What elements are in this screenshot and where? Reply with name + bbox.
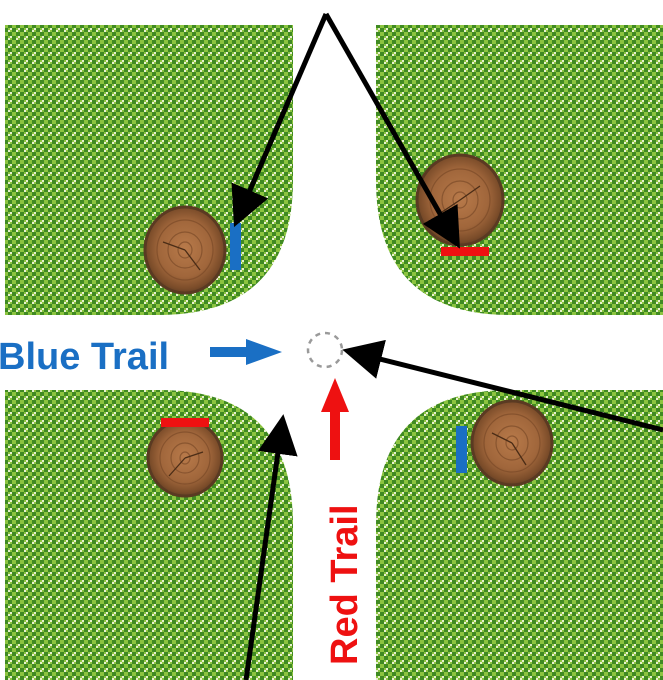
blue-trail-label: Blue Trail: [0, 336, 169, 378]
tree-stump-icon: [146, 418, 224, 498]
red-trail-label: Red Trail: [324, 505, 366, 666]
grass-bottom-right: [376, 390, 663, 680]
blue-trail-arrow: [210, 339, 282, 365]
grass-top-right: [376, 25, 663, 315]
blue-blaze-bottom-right: [456, 426, 467, 473]
blue-blaze-top-left: [230, 223, 241, 270]
red-blaze-bottom-left: [161, 418, 209, 427]
pointer-arrow-top-right: [323, 12, 460, 249]
pointer-arrow-right: [342, 339, 663, 433]
tree-stump-icon: [143, 205, 227, 295]
pointer-arrow-top-left: [231, 13, 329, 228]
red-blaze-top-right: [441, 247, 489, 256]
intersection-marker: [306, 331, 344, 369]
red-trail-arrow: [321, 378, 349, 460]
tree-stump-icon: [470, 399, 554, 487]
pointer-arrow-bottom: [243, 414, 298, 680]
